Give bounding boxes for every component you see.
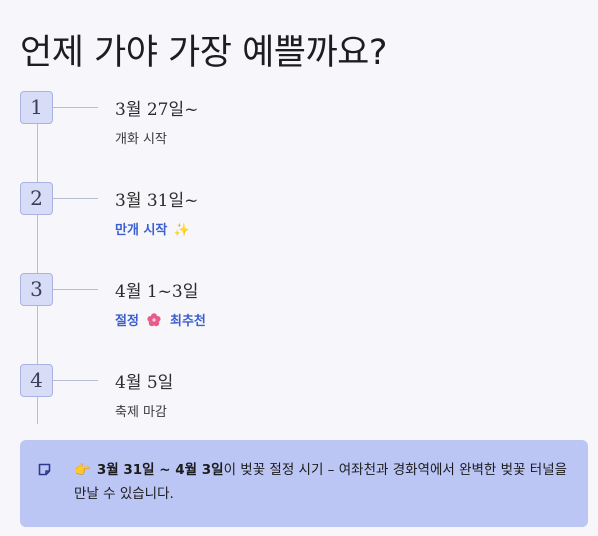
- step-description: 축제 마감: [115, 405, 167, 420]
- step-number-badge: 1: [20, 91, 53, 124]
- note-highlight: 3월 31일 ~ 4월 3일: [96, 462, 224, 478]
- note-body: 이 벚꽃 절정 시기 – 여좌천과 경화역에서 완벽한 벚꽃 터널을 만날 수 …: [74, 462, 568, 502]
- step-description-text: 최추천: [169, 314, 206, 329]
- note-text: 👉 3월 31일 ~ 4월 3일이 벚꽃 절정 시기 – 여좌천과 경화역에서 완…: [74, 458, 574, 506]
- timeline: 1 3월 27일~ 개화 시작 2 3월 31일~ 만개 시작 ✨ 3 4월 1…: [20, 91, 580, 424]
- step-description: 개화 시작: [115, 132, 167, 147]
- step-description: 절정 최추천: [115, 310, 206, 329]
- cherry-blossom-icon: [147, 313, 162, 327]
- pointing-hand-icon: 👉: [74, 462, 91, 478]
- step-connector: [53, 107, 98, 108]
- step-number-badge: 4: [20, 364, 53, 397]
- note-icon: [38, 461, 51, 476]
- step-connector: [53, 289, 98, 290]
- timeline-step-3: 3 4월 1~3일 절정 최추천: [20, 273, 580, 343]
- note-callout: 👉 3월 31일 ~ 4월 3일이 벚꽃 절정 시기 – 여좌천과 경화역에서 완…: [20, 440, 588, 527]
- step-description-text: 만개 시작: [115, 223, 168, 238]
- step-number-badge: 2: [20, 182, 53, 215]
- timeline-step-4: 4 4월 5일 축제 마감: [20, 364, 580, 434]
- step-date: 3월 27일~: [115, 100, 199, 120]
- step-date: 4월 5일: [115, 373, 174, 393]
- sparkles-icon: ✨: [173, 223, 191, 238]
- step-connector: [53, 198, 98, 199]
- step-description: 만개 시작 ✨: [115, 219, 190, 238]
- step-description-text: 절정: [115, 314, 139, 329]
- step-date: 3월 31일~: [115, 191, 199, 211]
- step-date: 4월 1~3일: [115, 282, 199, 302]
- page-title: 언제 가야 가장 예쁠까요?: [20, 33, 387, 73]
- step-connector: [53, 380, 98, 381]
- step-number-badge: 3: [20, 273, 53, 306]
- timeline-step-2: 2 3월 31일~ 만개 시작 ✨: [20, 182, 580, 252]
- timeline-step-1: 1 3월 27일~ 개화 시작: [20, 91, 580, 161]
- timeline-line: [37, 104, 38, 424]
